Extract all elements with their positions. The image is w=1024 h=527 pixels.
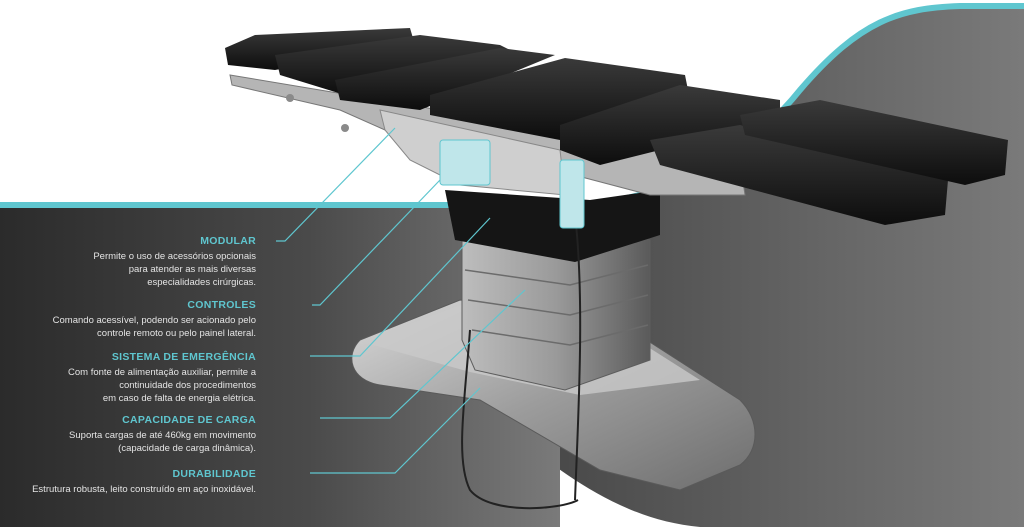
feature-description: Com fonte de alimentação auxiliar, permi…: [0, 366, 256, 405]
side-knob-1: [286, 94, 294, 102]
feature-title: MODULAR: [200, 235, 256, 247]
feature-title: CAPACIDADE DE CARGA: [122, 414, 256, 426]
feature-capacidade-de-carga: CAPACIDADE DE CARGA Suporta cargas de at…: [0, 414, 256, 455]
column-step-1: [464, 264, 649, 286]
feature-line: continuidade dos procedimentos: [119, 380, 256, 391]
control-panel-front: [439, 139, 491, 186]
control-panel-side: [559, 159, 585, 229]
feature-title: DURABILIDADE: [172, 468, 256, 480]
feature-line: (capacidade de carga dinâmica).: [118, 443, 256, 454]
callout-line-modular: [276, 127, 396, 242]
callout-line-emergencia: [310, 217, 491, 357]
feature-line: Permite o uso de acessórios opcionais: [93, 251, 256, 262]
feature-title: SISTEMA DE EMERGÊNCIA: [111, 351, 256, 363]
feature-description: Suporta cargas de até 460kg em movimento…: [0, 429, 256, 455]
feature-line: Estrutura robusta, leito construído em a…: [32, 484, 256, 495]
callout-lines: [276, 127, 526, 474]
cushion-upper: [335, 48, 555, 110]
callout-line-controles: [312, 179, 441, 306]
cable: [461, 214, 582, 510]
cushion-leg-2: [650, 125, 948, 225]
side-knob-2: [341, 124, 349, 132]
feature-line: controle remoto ou pelo painel lateral.: [97, 328, 256, 339]
feature-description: Permite o uso de acessórios opcionais pa…: [0, 250, 256, 289]
cushion-seat: [430, 58, 690, 140]
feature-controles: CONTROLES Comando acessível, podendo ser…: [0, 299, 256, 340]
feature-sistema-de-emergencia: SISTEMA DE EMERGÊNCIA Com fonte de alime…: [0, 351, 256, 405]
column-bellows: [445, 190, 660, 262]
feature-modular: MODULAR Permite o uso de acessórios opci…: [0, 235, 256, 289]
feature-durabilidade: DURABILIDADE Estrutura robusta, leito co…: [0, 468, 256, 496]
feature-line: para atender as mais diversas: [128, 264, 256, 275]
callout-line-durabilidade: [310, 387, 481, 474]
feature-line: Suporta cargas de até 460kg em movimento: [69, 430, 256, 441]
feature-description: Estrutura robusta, leito construído em a…: [0, 483, 256, 496]
column-step-3: [471, 324, 649, 346]
feature-line: Com fonte de alimentação auxiliar, permi…: [68, 367, 256, 378]
feature-description: Comando acessível, podendo ser acionado …: [0, 314, 256, 340]
cushion-leg-1: [560, 85, 780, 165]
feature-line: Comando acessível, podendo ser acionado …: [52, 315, 256, 326]
feature-title: CONTROLES: [187, 299, 256, 311]
callout-line-carga: [320, 289, 526, 419]
feature-line: em caso de falta de energia elétrica.: [102, 393, 256, 404]
cushion-leg-3: [740, 100, 1008, 185]
column-step-2: [467, 294, 649, 316]
feature-line: especialidades cirúrgicas.: [147, 277, 256, 288]
